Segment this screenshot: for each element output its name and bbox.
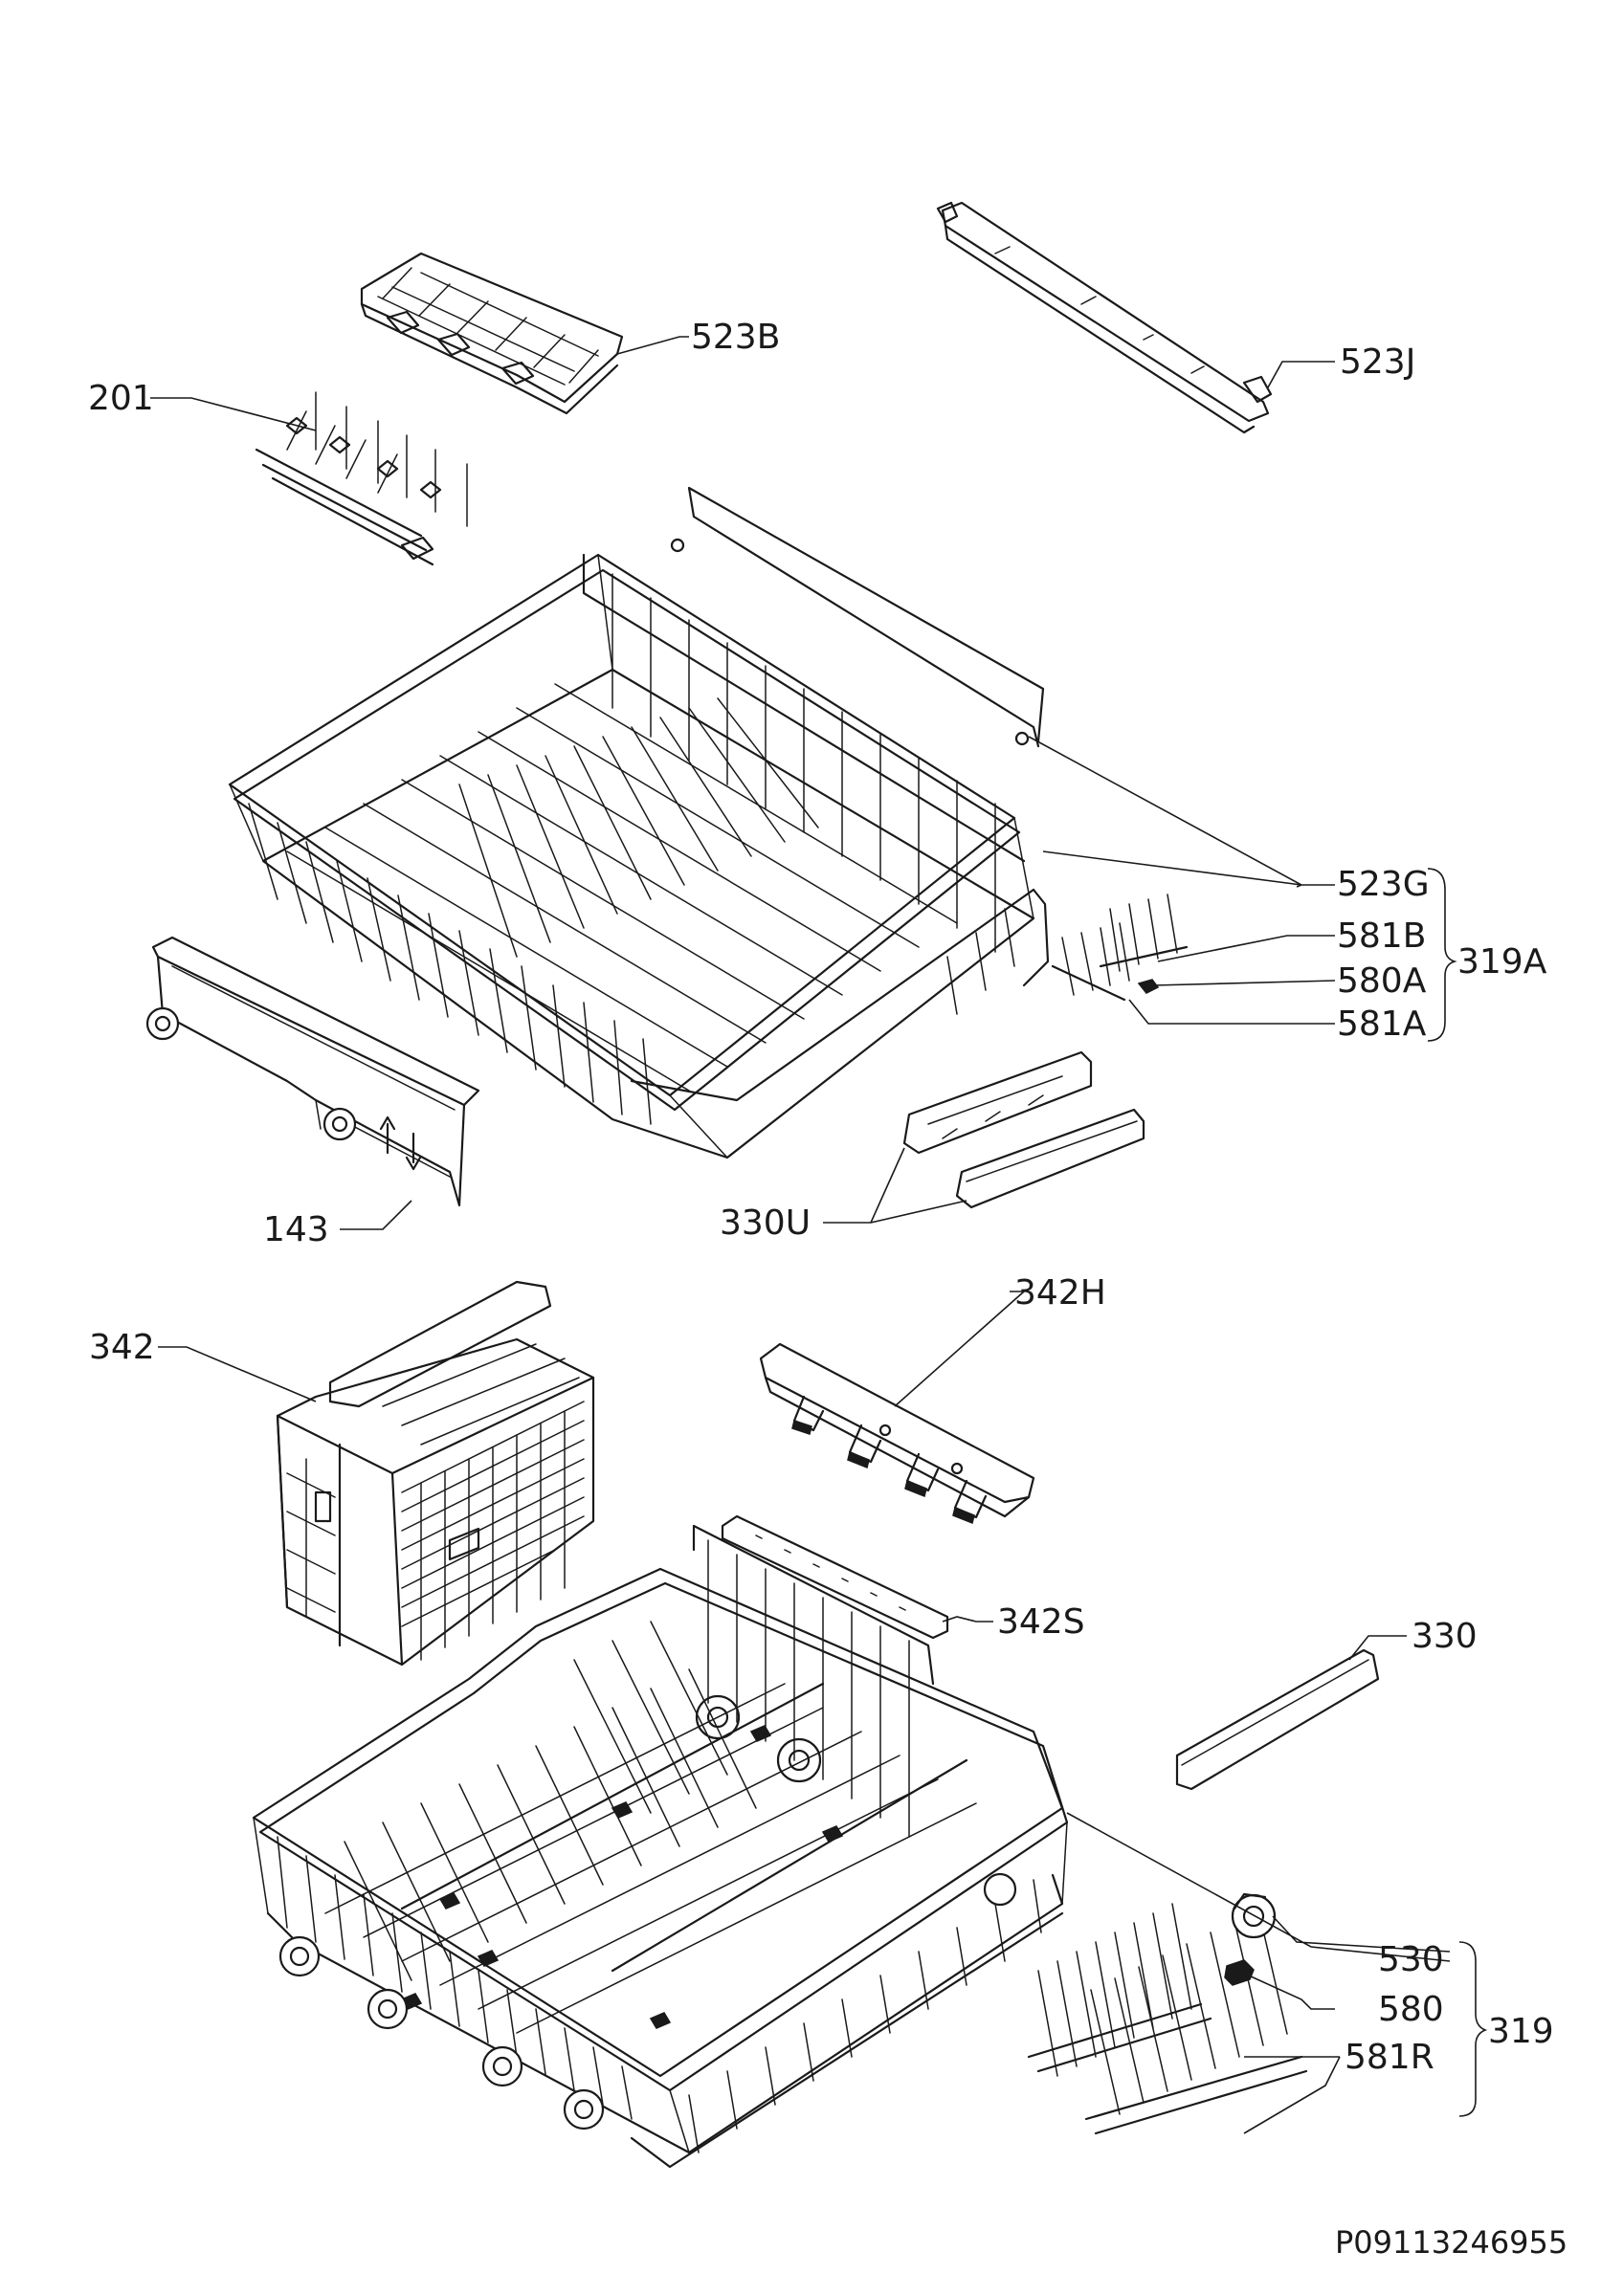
- part-580-clip: [1224, 1959, 1255, 1986]
- callout-530: 530: [1378, 1940, 1444, 1979]
- callout-581B: 581B: [1337, 916, 1426, 956]
- callout-342H: 342H: [1014, 1273, 1106, 1313]
- callout-330: 330: [1412, 1617, 1478, 1656]
- callout-143: 143: [263, 1210, 329, 1249]
- part-581B-580A-581A-tines: [1051, 894, 1189, 1002]
- part-523J-rail: [936, 201, 1273, 434]
- callout-580A: 580A: [1337, 961, 1427, 1001]
- upper-basket: [228, 486, 1050, 1159]
- callout-523B: 523B: [691, 318, 780, 357]
- part-530-wheel: [1231, 1892, 1277, 1939]
- part-523B-tray: [360, 252, 624, 415]
- part-342S-strip: [721, 1514, 949, 1640]
- part-201-spike-rack: [255, 391, 468, 566]
- callout-523G: 523G: [1337, 865, 1430, 904]
- callout-580: 580: [1378, 1990, 1444, 2029]
- callout-342S: 342S: [997, 1602, 1085, 1642]
- callout-319A: 319A: [1457, 942, 1547, 982]
- callout-201: 201: [88, 379, 154, 418]
- bracket-319: [1458, 1941, 1488, 2117]
- part-342-cutlery-basket: [276, 1280, 595, 1667]
- callout-523J: 523J: [1340, 342, 1415, 382]
- part-330U-covers: [902, 1050, 1145, 1209]
- callout-labels: 523B 201 523J 523G 581B 580A 581A 319A 1…: [88, 318, 1554, 2077]
- bracket-319A: [1427, 868, 1457, 1042]
- part-330-cover: [1175, 1648, 1380, 1791]
- leader-lines: [150, 336, 1451, 2134]
- part-143-basket-rail: [145, 936, 480, 1207]
- document-id: P09113246955: [1335, 2224, 1567, 2261]
- callout-581R: 581R: [1345, 2038, 1434, 2077]
- part-581R-tines: [1027, 1903, 1308, 2135]
- callout-342: 342: [89, 1328, 155, 1367]
- callout-319: 319: [1488, 2012, 1554, 2051]
- part-342H-holder: [759, 1342, 1035, 1525]
- lower-basket: [252, 1524, 1069, 2169]
- callout-581A: 581A: [1337, 1004, 1427, 1044]
- callout-330U: 330U: [720, 1203, 811, 1243]
